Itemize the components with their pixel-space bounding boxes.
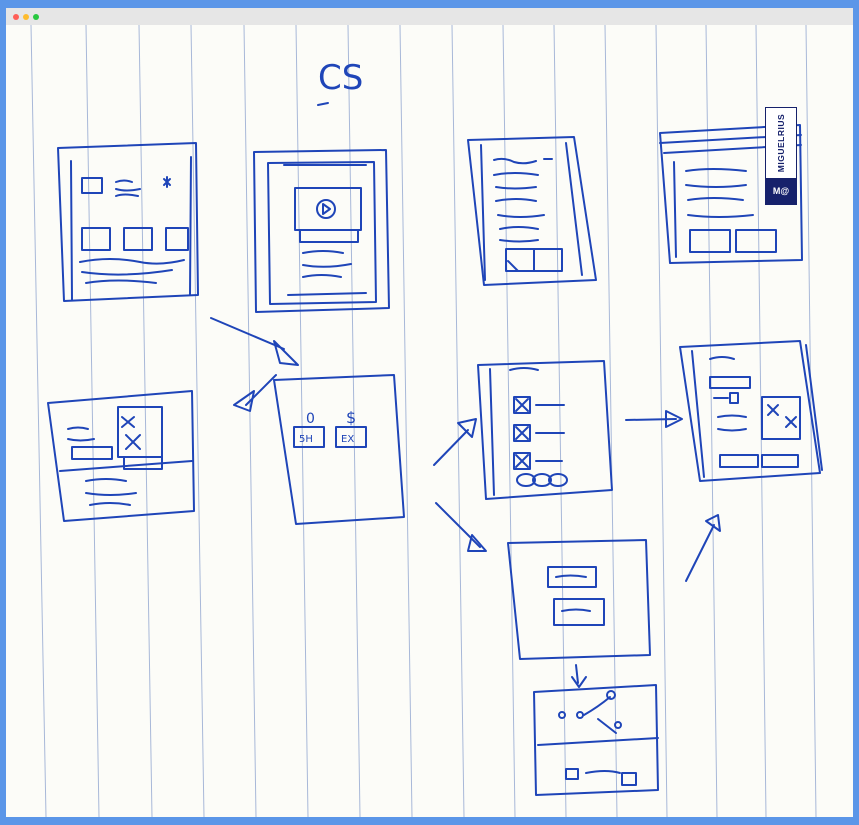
annotation-ex: EX [341,434,354,445]
sketch-page-1 [57,142,199,302]
minimize-window-button[interactable] [23,14,29,20]
logo-mark: M@ [766,178,796,204]
sketch-page-5 [47,390,195,522]
sketch-canvas: CS 0 $ 5H EX [30,25,823,817]
sketch-page-3 [467,136,597,286]
maximize-window-button[interactable] [33,14,39,20]
close-window-button[interactable] [13,14,19,20]
sketch-page-2 [253,149,390,313]
sketch-page-10 [533,684,659,796]
annotation-dollar: $ [346,408,356,427]
sketch-page-7 [477,360,613,500]
sketch-page-8 [679,340,823,482]
app-window: CS 0 $ 5H EX MIGUELRIUS M@ [6,8,853,817]
sketch-page-6 [273,374,405,525]
flow-arrows [210,317,721,688]
title-bar [6,8,853,25]
notebook-page: CS 0 $ 5H EX MIGUELRIUS M@ [6,25,853,817]
miguelrius-logo: MIGUELRIUS M@ [765,107,797,205]
annotation-5h: 5H [299,434,313,445]
ruled-lines [30,25,817,817]
logo-text: MIGUELRIUS [776,113,786,173]
sketch-page-9 [507,539,651,660]
heading-underline [317,102,329,106]
sketch-heading: CS [318,58,363,98]
annotation-zero: 0 [306,411,315,427]
